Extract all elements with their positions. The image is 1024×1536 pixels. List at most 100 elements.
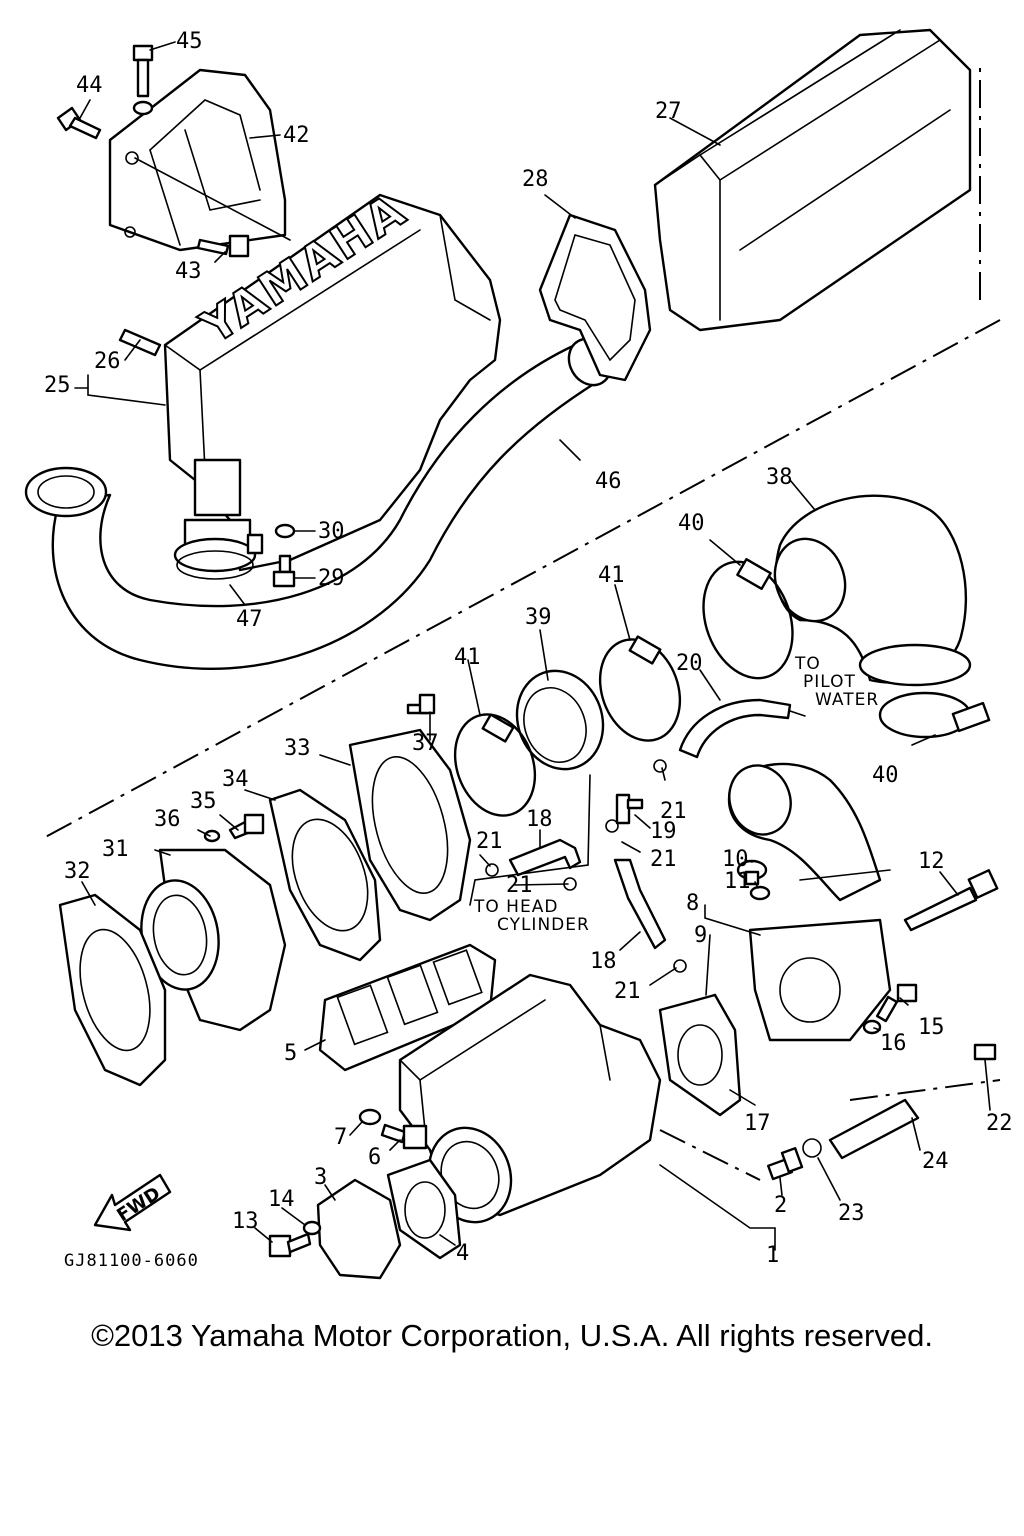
part-22-pipe — [973, 1043, 997, 1061]
callout-21-a: 21 — [476, 829, 503, 854]
part-29-bolt — [272, 554, 296, 588]
callout-26: 26 — [94, 349, 121, 374]
part-7-washer — [358, 1108, 382, 1126]
callout-28: 28 — [522, 167, 549, 192]
forward-direction-arrow: FWD — [93, 1173, 172, 1232]
callout-33: 33 — [284, 736, 311, 761]
callout-20: 20 — [676, 651, 703, 676]
part-38-elbow-hose — [773, 494, 972, 687]
part-17-gasket — [658, 993, 742, 1117]
part-30-washer — [274, 523, 296, 539]
callout-44: 44 — [76, 73, 103, 98]
callout-46: 46 — [595, 469, 622, 494]
callout-38: 38 — [766, 465, 793, 490]
part-33-manifold — [348, 728, 472, 922]
part-16-washer — [862, 1019, 882, 1035]
callout-5: 5 — [284, 1041, 297, 1066]
callout-3: 3 — [314, 1165, 327, 1190]
callout-6: 6 — [368, 1145, 381, 1170]
callout-32: 32 — [64, 859, 91, 884]
callout-16: 16 — [880, 1031, 907, 1056]
callout-7: 7 — [334, 1125, 347, 1150]
drawing-code: GJ81100-6060 — [64, 1251, 199, 1271]
callout-34: 34 — [222, 767, 249, 792]
callout-1: 1 — [766, 1243, 779, 1268]
callout-36: 36 — [154, 807, 181, 832]
part-10-plug — [736, 859, 768, 886]
callout-8: 8 — [686, 891, 699, 916]
callout-31: 31 — [102, 837, 129, 862]
part-28-gasket — [538, 213, 652, 382]
callout-41-right: 41 — [598, 563, 625, 588]
part-45-bolt — [132, 44, 154, 116]
part-27-muffler — [653, 28, 972, 332]
callout-30: 30 — [318, 519, 345, 544]
part-3-cover — [316, 1178, 402, 1280]
part-40-clamp-upper — [702, 558, 794, 680]
part-34-gasket — [268, 788, 382, 962]
leader-lines — [74, 41, 991, 1251]
part-36-washer — [203, 829, 221, 843]
svg-text:WATER: WATER — [815, 690, 879, 710]
part-42-bracket — [108, 68, 291, 252]
part-20-hose — [678, 698, 806, 759]
callout-13: 13 — [232, 1209, 259, 1234]
part-44-bolt — [56, 106, 102, 140]
callout-39: 39 — [525, 605, 552, 630]
callout-40-upper: 40 — [678, 511, 705, 536]
part-5-gasket — [318, 943, 497, 1072]
part-43-bolt — [196, 234, 250, 258]
callout-29: 29 — [318, 566, 345, 591]
part-35-bolt — [228, 813, 265, 840]
part-37-bolt — [406, 693, 436, 715]
callout-21-c: 21 — [650, 847, 677, 872]
svg-text:TO HEAD: TO HEAD — [473, 897, 558, 917]
note-to-head-cylinder: TO HEAD CYLINDER — [473, 897, 590, 935]
callout-2: 2 — [774, 1193, 787, 1218]
part-15-bolt — [875, 983, 918, 1023]
callout-41-left: 41 — [454, 645, 481, 670]
callout-40-lower: 40 — [872, 763, 899, 788]
callout-19: 19 — [650, 819, 677, 844]
part-39-rubber-sleeve — [515, 669, 605, 771]
assembly-guide-lines — [39, 60, 1001, 1181]
callout-9: 9 — [694, 923, 707, 948]
part-18-hose-lower — [613, 858, 667, 950]
part-40-clamp-lower — [878, 691, 991, 739]
callout-24: 24 — [922, 1149, 949, 1174]
callout-27: 27 — [655, 99, 682, 124]
svg-text:CYLINDER: CYLINDER — [497, 915, 590, 935]
part-46-hose — [24, 337, 613, 670]
part-41-clamp-right — [598, 635, 682, 742]
part-callouts: 45 44 42 43 27 28 26 25 46 30 29 47 38 4… — [44, 29, 1013, 1268]
part-14-washer — [302, 1220, 322, 1236]
callout-21-b: 21 — [506, 873, 533, 898]
part-32-gasket — [58, 893, 167, 1087]
callout-45: 45 — [176, 29, 203, 54]
svg-text:PILOT: PILOT — [803, 672, 856, 692]
part-2-fitting — [767, 1147, 804, 1181]
callout-21-e: 21 — [614, 979, 641, 1004]
part-47-clamp — [173, 533, 264, 580]
callout-4: 4 — [456, 1241, 469, 1266]
part-23-clip — [802, 1138, 822, 1158]
callout-12: 12 — [918, 849, 945, 874]
part-13-bolt — [268, 1232, 312, 1258]
part-19-joint — [615, 793, 644, 825]
part-12-bolt — [903, 869, 999, 932]
callout-14: 14 — [268, 1187, 295, 1212]
callout-35: 35 — [190, 789, 217, 814]
part-18-hose-upper — [508, 838, 582, 877]
part-31-exhaust-outlet — [140, 848, 287, 1032]
part-6-bolt — [380, 1123, 428, 1150]
svg-text:TO: TO — [794, 654, 821, 674]
callout-43: 43 — [175, 259, 202, 284]
callout-22: 22 — [986, 1111, 1013, 1136]
part-26-stud — [118, 328, 162, 357]
callout-15: 15 — [918, 1015, 945, 1040]
callout-37: 37 — [412, 731, 439, 756]
callout-47: 47 — [236, 607, 263, 632]
part-4-gasket — [386, 1158, 462, 1260]
callout-42: 42 — [283, 123, 310, 148]
